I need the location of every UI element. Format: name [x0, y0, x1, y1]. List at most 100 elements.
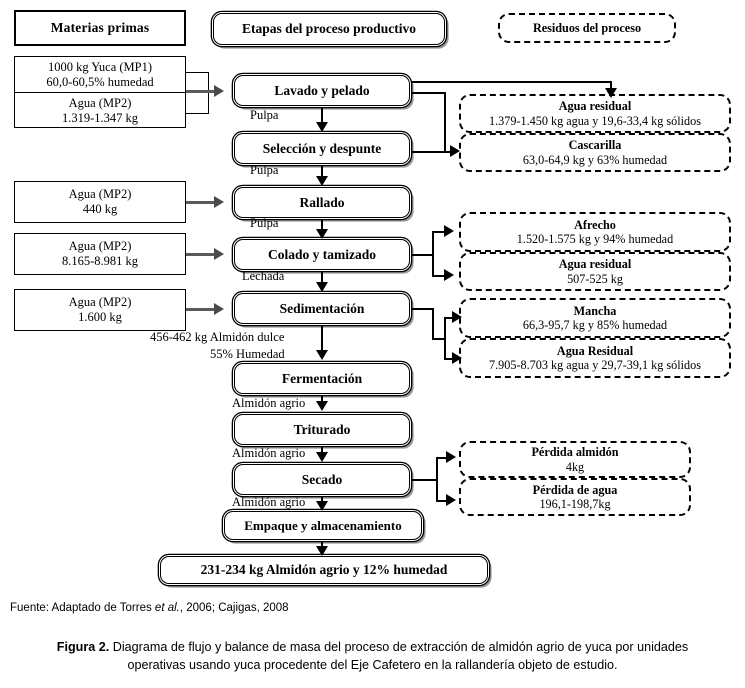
input-cell-agua-colado: Agua (MP2) 8.165-8.981 kg — [15, 234, 185, 274]
arrow-down-secado-empaque-icon — [316, 501, 328, 511]
source-suffix: , 2006; Cajigas, 2008 — [179, 602, 289, 614]
residue-title: Agua residual — [558, 257, 632, 272]
residue-cascarilla: Cascarilla 63,0-64,9 kg y 63% humedad — [459, 133, 731, 172]
stage-sedimentacion[interactable]: Sedimentación — [234, 293, 410, 324]
arrow-down-rallado-colado-icon — [316, 229, 328, 239]
stage-fermentacion[interactable]: Fermentación — [234, 363, 410, 394]
arrow-down-lavado-seleccion-icon — [316, 122, 328, 132]
stage-secado[interactable]: Secado — [234, 464, 410, 495]
input-cell-agua-sedim: Agua (MP2) 1.600 kg — [15, 290, 185, 330]
connector-colado-side — [412, 254, 434, 256]
flow-label-almidon-dulce: 456-462 kg Almidón dulce — [150, 330, 285, 344]
residue-mancha: Mancha 66,3-95,7 kg y 85% humedad — [459, 298, 731, 338]
connector-lavado-to-agua-residual-h — [412, 81, 612, 83]
input-agua2-line2: 440 kg — [82, 202, 118, 216]
flow-triturado-secado — [321, 447, 324, 455]
flow-label-pulpa-1: Pulpa — [250, 108, 279, 122]
connector-sedimentacion-split — [444, 317, 447, 360]
residue-agua-residual-sedimentacion: Agua Residual 7.905-8.703 kg agua y 29,7… — [459, 338, 731, 378]
input-join-bracket — [186, 72, 209, 114]
caption-text: Diagrama de flujo y balance de masa del … — [109, 640, 689, 673]
residue-title: Mancha — [573, 303, 617, 318]
caption-number: Figura 2. — [56, 640, 110, 654]
arrow-right-afrecho-icon — [444, 225, 454, 237]
flow-sedimentacion-fermentacion — [321, 326, 324, 354]
residue-title: Pérdida de agua — [532, 482, 618, 497]
flow-label-almidon-agrio-1: Almidón agrio — [232, 396, 306, 410]
stage-rallado[interactable]: Rallado — [234, 187, 410, 218]
connector-seleccion-side — [412, 151, 446, 153]
residue-value: 1.379-1.450 kg agua y 19,6-33,4 kg sólid… — [489, 113, 701, 128]
header-materias-primas: Materias primas — [14, 10, 186, 46]
connector-secado-to-perdida-agua — [436, 500, 452, 503]
figure-caption: Figura 2. Diagrama de flujo y balance de… — [32, 638, 713, 675]
connector-lavado-side — [412, 92, 446, 94]
arrow-right-agua-residual-colado-icon — [444, 269, 454, 281]
input-agua1-line2: 1.319-1.347 kg — [61, 110, 139, 125]
connector-sedimentacion-to-mancha — [444, 317, 458, 320]
arrow-right-cascarilla-icon — [450, 145, 460, 157]
arrow-agua-to-colado-icon — [214, 247, 224, 260]
arrow-agua-to-sedimentacion-icon — [214, 302, 224, 315]
input-yuca-agua: 1000 kg Yuca (MP1) 60,0-60,5% humedad Ag… — [14, 56, 186, 128]
input-agua-colado: Agua (MP2) 8.165-8.981 kg — [14, 233, 186, 275]
input-agua1-line1: Agua (MP2) — [68, 95, 132, 110]
input-agua4-line1: Agua (MP2) — [68, 295, 132, 309]
connector-sedimentacion-side — [412, 308, 434, 310]
input-yuca-line2: 60,0-60,5% humedad — [46, 74, 154, 89]
connector-agua-to-rallado — [186, 201, 220, 204]
flow-colado-sedimentacion — [321, 272, 324, 285]
residue-title: Agua residual — [558, 99, 632, 114]
arrow-down-sedimentacion-fermentacion-icon — [316, 350, 328, 360]
residue-agua-residual-lavado: Agua residual 1.379-1.450 kg agua y 19,6… — [459, 94, 731, 133]
stage-seleccion-y-despunte[interactable]: Selección y despunte — [234, 133, 410, 164]
input-agua3-line1: Agua (MP2) — [68, 239, 132, 253]
residue-title: Pérdida almidón — [531, 445, 619, 460]
residue-value: 63,0-64,9 kg y 63% humedad — [522, 152, 668, 167]
arrow-right-agua-residual-sedim-icon — [452, 352, 462, 364]
stage-empaque-y-almacenamiento[interactable]: Empaque y almacenamiento — [224, 511, 422, 540]
output-almidon-agrio: 231-234 kg Almidón agrio y 12% humedad — [160, 556, 488, 584]
residue-value: 1.520-1.575 kg y 94% humedad — [516, 232, 674, 246]
residue-title: Cascarilla — [568, 138, 622, 153]
input-agua-sedimentacion: Agua (MP2) 1.600 kg — [14, 289, 186, 331]
connector-colado-to-afrecho — [432, 231, 450, 234]
flow-rallado-colado — [321, 220, 324, 231]
flow-label-humedad-55: 55% Humedad — [210, 347, 285, 361]
connector-colado-to-agua-residual — [432, 275, 450, 278]
flow-fermentacion-triturado — [321, 396, 324, 404]
residue-value: 7.905-8.703 kg agua y 29,7-39,1 kg sólid… — [489, 358, 701, 372]
flow-label-almidon-agrio-3: Almidón agrio — [232, 495, 306, 509]
connector-secado-split — [436, 457, 439, 502]
flow-seleccion-rallado — [321, 166, 324, 179]
flow-label-almidon-agrio-2: Almidón agrio — [232, 446, 306, 460]
residue-value: 507-525 kg — [567, 271, 623, 286]
stage-triturado[interactable]: Triturado — [234, 414, 410, 445]
flow-lavado-seleccion — [321, 108, 324, 125]
arrow-down-seleccion-rallado-icon — [316, 176, 328, 186]
arrow-agua-to-rallado-icon — [214, 195, 224, 208]
stage-colado-y-tamizado[interactable]: Colado y tamizado — [234, 239, 410, 270]
flow-label-pulpa-3: Pulpa — [250, 216, 279, 230]
arrow-down-fermentacion-triturado-icon — [316, 401, 328, 411]
connector-agua-to-colado — [186, 253, 220, 256]
residue-title: Afrecho — [574, 217, 616, 232]
stage-lavado-y-pelado[interactable]: Lavado y pelado — [234, 75, 410, 106]
source-prefix: Fuente: Adaptado de Torres — [10, 602, 155, 614]
arrow-down-lavado-agua-residual-icon — [605, 88, 617, 98]
header-residuos-proceso: Residuos del proceso — [498, 13, 676, 43]
residue-value: 4kg — [565, 459, 585, 474]
input-cell-yuca: 1000 kg Yuca (MP1) 60,0-60,5% humedad — [15, 57, 185, 93]
arrow-input-to-lavado-icon — [214, 84, 224, 97]
header-residuos-label: Residuos del proceso — [532, 20, 642, 35]
arrow-right-perdida-agua-icon — [446, 494, 456, 506]
input-yuca-line1: 1000 kg Yuca (MP1) — [47, 59, 153, 74]
connector-lavado-down-to-cascarilla — [444, 92, 446, 153]
arrow-right-mancha-icon — [452, 311, 462, 323]
header-etapas-proceso: Etapas del proceso productivo — [213, 13, 445, 45]
input-agua3-line2: 8.165-8.981 kg — [61, 254, 139, 268]
residue-value: 66,3-95,7 kg y 85% humedad — [522, 318, 668, 332]
residue-afrecho: Afrecho 1.520-1.575 kg y 94% humedad — [459, 212, 731, 252]
source-italic: et al. — [154, 602, 180, 614]
